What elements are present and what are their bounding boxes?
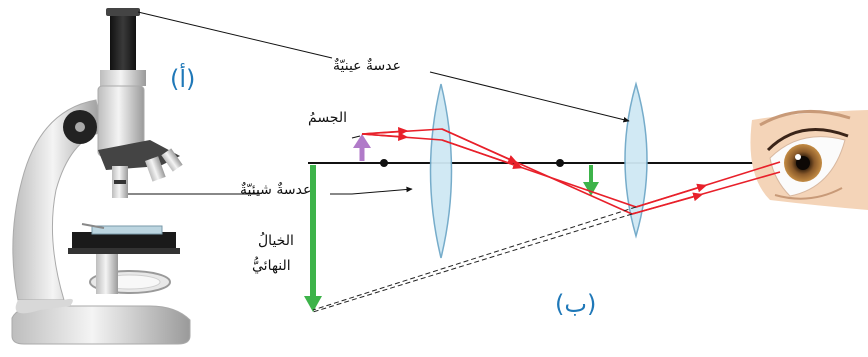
- part-a-label: (أ): [170, 65, 195, 93]
- final-image-label-line1: الخيالُ: [258, 233, 294, 249]
- eyepiece-focal-point: [556, 159, 564, 167]
- microscope: [12, 8, 190, 344]
- object-label: الجسمُ: [308, 110, 347, 126]
- objective-focal-point: [380, 159, 388, 167]
- objective-lens: [431, 84, 452, 258]
- object-arrow: [353, 134, 371, 161]
- final-image-label-line2: النهائيُّ: [252, 258, 291, 274]
- light-rays: [362, 129, 780, 214]
- objective-lens-label: عدسةٌ شيئيّةٌ: [240, 182, 311, 198]
- eyepiece-lens-label: عدسةٌ عينيّةٌ: [333, 58, 401, 74]
- label-pointers: [128, 12, 629, 194]
- eye: [750, 110, 868, 210]
- part-b-label: (ب): [555, 290, 596, 318]
